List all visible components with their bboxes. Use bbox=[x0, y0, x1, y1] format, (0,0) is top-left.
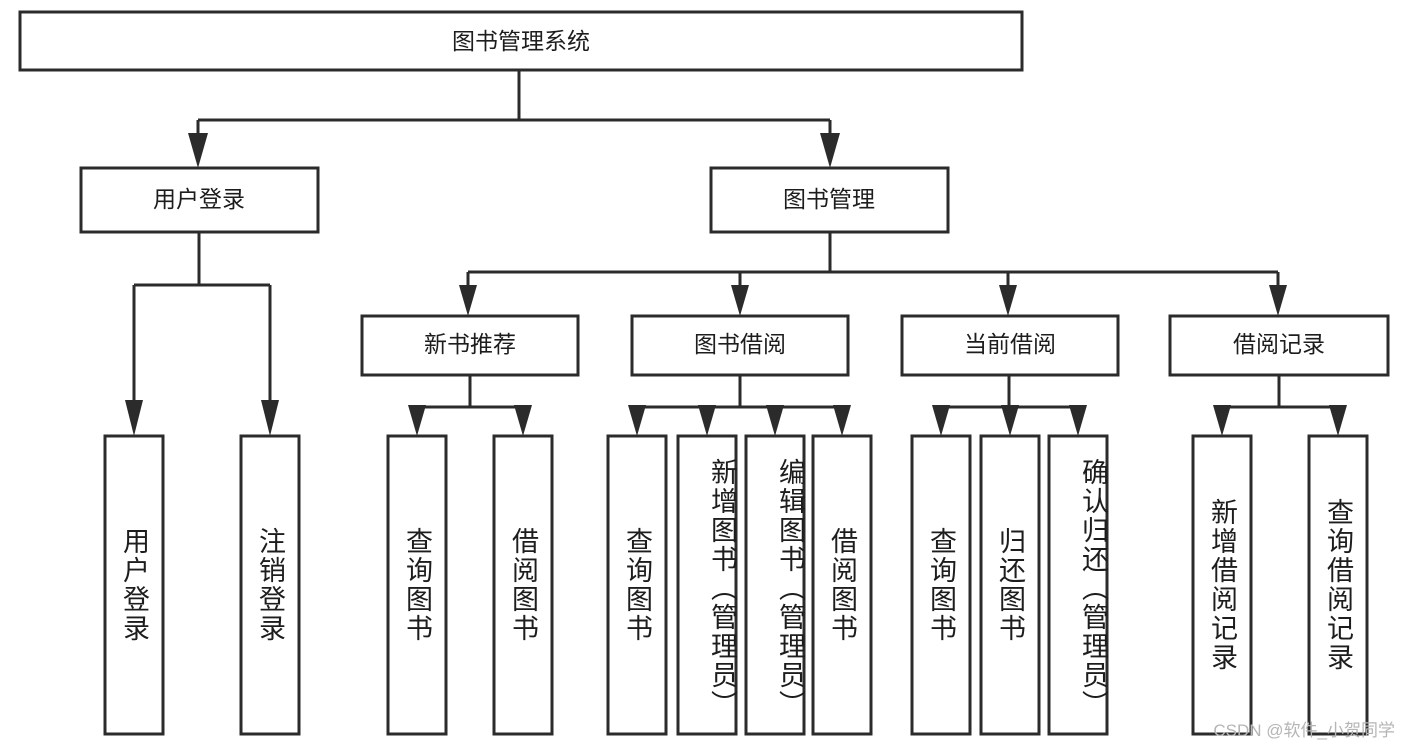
arrowhead-leaf-query-book-3 bbox=[932, 405, 950, 436]
arrowhead-leaf-confirm-return-admin bbox=[1069, 405, 1087, 436]
arrowhead-borrow-record bbox=[1269, 285, 1287, 316]
leaf-query-borrow-record[interactable] bbox=[1307, 434, 1369, 736]
arrowhead-leaf-user-login bbox=[125, 400, 143, 436]
node-user-login[interactable] bbox=[79, 166, 320, 234]
leaf-edit-book-admin[interactable] bbox=[744, 434, 806, 736]
arrowhead-leaf-add-borrow-record bbox=[1213, 405, 1231, 436]
arrowhead-leaf-return-book bbox=[1001, 405, 1019, 436]
node-book-management-label: 图书管理 bbox=[783, 186, 875, 212]
arrowhead-new-book-recommend bbox=[459, 285, 477, 316]
node-borrow-record-label: 借阅记录 bbox=[1233, 331, 1325, 357]
leaf-borrow-book-1[interactable] bbox=[492, 434, 554, 736]
node-book-borrow[interactable] bbox=[630, 314, 850, 377]
leaf-add-book-admin[interactable] bbox=[676, 434, 738, 736]
connector-layer bbox=[125, 70, 1347, 436]
root-node-label: 图书管理系统 bbox=[452, 28, 590, 54]
node-layer: 图书管理系统 用户登录 图书管理 新书推荐 图书借阅 当前借阅 借阅记录 bbox=[18, 10, 1390, 736]
leaf-confirm-return-admin[interactable] bbox=[1047, 434, 1109, 736]
arrowhead-leaf-query-borrow-record bbox=[1329, 405, 1347, 436]
arrowhead-leaf-query-book-2 bbox=[628, 405, 646, 436]
arrowhead-leaf-borrow-book-2 bbox=[833, 405, 851, 436]
leaf-query-book-2[interactable] bbox=[606, 434, 668, 736]
node-user-login-label: 用户登录 bbox=[153, 186, 245, 212]
arrowhead-book-borrow bbox=[731, 285, 749, 316]
node-borrow-record[interactable] bbox=[1168, 314, 1390, 377]
leaf-query-book-1[interactable] bbox=[386, 434, 448, 736]
arrowhead-leaf-query-book-1 bbox=[408, 405, 426, 436]
leaf-add-borrow-record[interactable] bbox=[1191, 434, 1253, 736]
node-book-borrow-label: 图书借阅 bbox=[694, 331, 786, 357]
leaf-query-book-3[interactable] bbox=[910, 434, 972, 736]
watermark: CSDN @软件_小贺同学 bbox=[1213, 721, 1395, 740]
leaf-borrow-book-2[interactable] bbox=[811, 434, 873, 736]
leaf-user-login[interactable] bbox=[103, 434, 165, 736]
leaf-logout[interactable] bbox=[239, 434, 301, 736]
arrowhead-leaf-add-book-admin bbox=[698, 405, 716, 436]
node-current-borrow-label: 当前借阅 bbox=[964, 331, 1056, 357]
arrowhead-leaf-borrow-book-1 bbox=[514, 405, 532, 436]
root-node[interactable] bbox=[18, 10, 1024, 72]
node-book-management[interactable] bbox=[709, 166, 950, 234]
node-current-borrow[interactable] bbox=[900, 314, 1120, 377]
arrowhead-current-borrow bbox=[999, 285, 1017, 316]
node-new-book-recommend-label: 新书推荐 bbox=[424, 331, 516, 357]
arrowhead-user-login bbox=[188, 133, 208, 168]
node-new-book-recommend[interactable] bbox=[360, 314, 580, 377]
arrowhead-book-management bbox=[820, 133, 840, 168]
leaf-return-book[interactable] bbox=[979, 434, 1041, 736]
arrowhead-leaf-logout bbox=[261, 400, 279, 436]
arrowhead-leaf-edit-book-admin bbox=[766, 405, 784, 436]
